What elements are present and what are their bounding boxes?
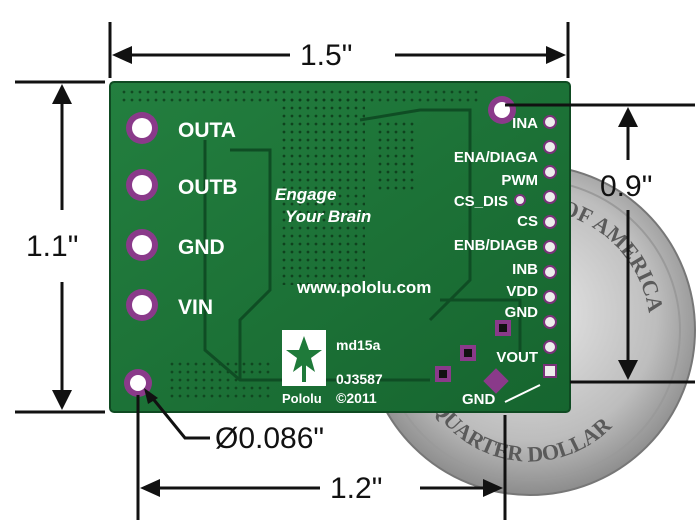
dim-height-label: 1.1" [26,230,78,263]
bottom-pads [435,320,511,394]
dim-hole-diameter-label: Ø0.086" [215,422,324,455]
pololu-logo [282,330,326,386]
driver-board: OUTA OUTB GND VIN INA ENA/DIAGA PWM [109,81,571,413]
label-outb: OUTB [178,176,238,199]
copyright-text: ©2011 [336,390,377,406]
label-outa: OUTA [178,119,236,142]
label-gnd-bottom: GND [462,391,496,408]
label-enb-diagb: ENB/DIAGB [454,237,538,254]
slogan-line1: Engage [275,185,336,204]
gnd-silk-line [504,384,541,403]
label-vdd: VDD [506,283,538,300]
slogan-line2: Your Brain [285,207,371,226]
serial-text: 0J3587 [336,371,383,387]
model-text: md15a [336,337,381,353]
label-ina: INA [512,115,538,132]
label-cs-dis: CS_DIS [454,193,508,210]
website-url: www.pololu.com [296,278,431,297]
left-pads [126,112,158,321]
dim-width-label: 1.5" [300,39,352,72]
label-pwm: PWM [501,172,538,189]
label-cs: CS [517,213,538,230]
label-vin: VIN [178,296,213,319]
right-header-pins [514,115,557,378]
dimension-lines [15,22,695,520]
label-gnd-right: GND [505,304,539,321]
label-ena-diaga: ENA/DIAGA [454,149,538,166]
label-inb: INB [512,261,538,278]
label-vout: VOUT [496,349,538,366]
label-gnd-left: GND [178,236,225,259]
brand-text: Pololu [282,391,322,406]
dim-pin-spacing-label: 0.9" [600,170,652,203]
dim-hole-spacing-label: 1.2" [330,472,382,505]
